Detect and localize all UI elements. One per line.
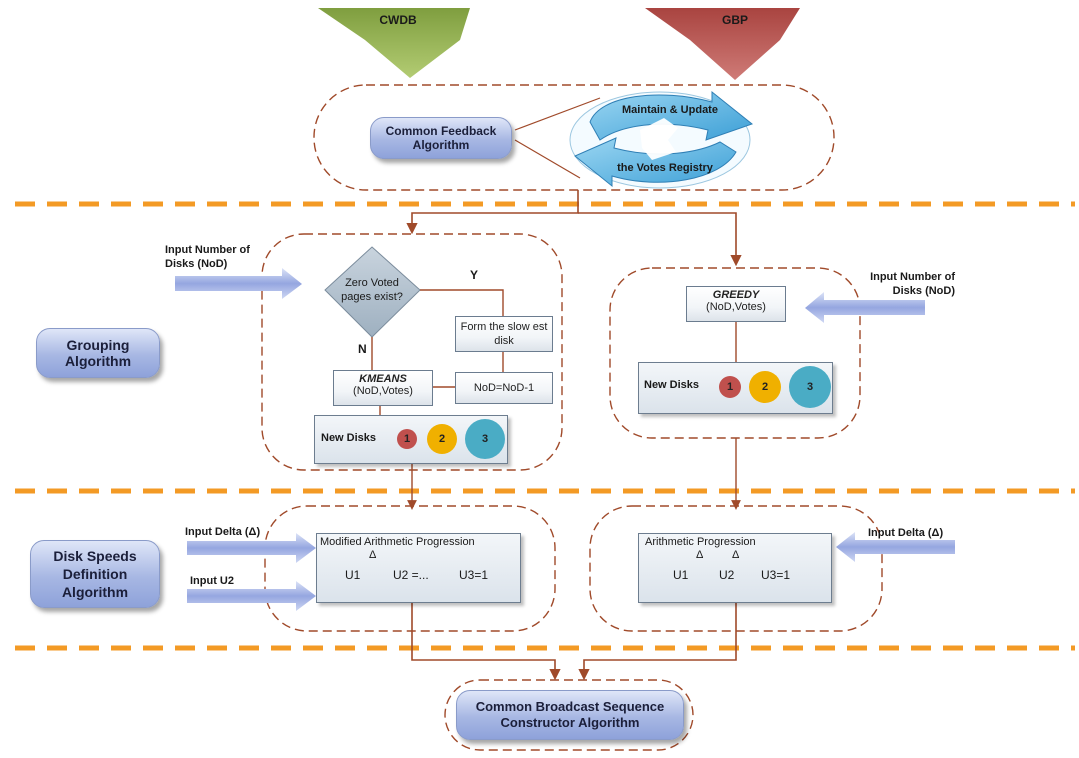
broadcast-sequence-node: Common Broadcast Sequence Constructor Al… <box>456 690 684 740</box>
cwdb-label: CWDB <box>379 13 417 27</box>
input-arrows <box>175 268 955 611</box>
new-disks-right-box: New Disks 1 2 3 <box>638 362 833 414</box>
disk-1-badge: 1 <box>719 376 741 398</box>
output-container <box>444 679 694 751</box>
new-disks-left-label: New Disks <box>321 432 377 444</box>
delta-symbol-1: Δ <box>696 549 704 561</box>
input-delta-left-label: Input Delta (Δ) <box>185 526 261 538</box>
modified-ap-container <box>264 505 556 632</box>
disk-2-badge: 2 <box>427 424 457 454</box>
new-disks-left-box: New Disks 1 2 3 <box>314 415 508 464</box>
input-u2-label: Input U2 <box>190 575 234 587</box>
greedy-args: (NoD,Votes) <box>706 301 766 313</box>
greedy-container <box>609 267 861 439</box>
nod-decrement-box: NoD=NoD-1 <box>455 372 553 404</box>
feedback-container <box>313 84 835 191</box>
no-label: N <box>358 342 367 356</box>
input-delta-right-label: Input Delta (Δ) <box>868 527 944 539</box>
u2-eq-label: U2 =... <box>393 568 429 582</box>
maintain-update-label: Maintain & Update <box>622 104 718 116</box>
grouping-algorithm-label: Grouping Algorithm <box>36 328 160 378</box>
u1-label: U1 <box>345 568 361 582</box>
cwdb-input-funnel <box>318 8 470 78</box>
votes-registry-label: the Votes Registry <box>617 162 713 174</box>
form-slowest-disk-box: Form the slow est disk <box>455 316 553 352</box>
modified-ap-box: Modified Arithmetic Progression Δ U1 U2 … <box>316 533 521 603</box>
gbp-input-funnel <box>645 8 800 80</box>
delta-symbol: Δ <box>369 549 377 561</box>
disk-1-badge: 1 <box>397 429 417 449</box>
section-separators <box>15 201 1075 651</box>
disk-3-badge: 3 <box>465 419 505 459</box>
disk-speeds-label: Disk Speeds Definition Algorithm <box>30 540 160 608</box>
disk-3-badge: 3 <box>789 366 831 408</box>
delta-symbol-2: Δ <box>732 549 740 561</box>
gbp-label: GBP <box>721 13 748 27</box>
yes-label: Y <box>470 268 479 282</box>
greedy-title: GREEDY <box>712 289 760 301</box>
kmeans-box: KMEANS (NoD,Votes) <box>333 370 433 406</box>
modified-ap-title: Modified Arithmetic Progression <box>320 536 475 548</box>
new-disks-right-label: New Disks <box>644 379 700 391</box>
u3-label: U3=1 <box>761 568 791 582</box>
cycle-graphic <box>569 90 754 189</box>
u2-label: U2 <box>719 568 735 582</box>
disk-2-badge: 2 <box>749 371 781 403</box>
greedy-box: GREEDY (NoD,Votes) <box>686 286 786 322</box>
decision-label: Zero Voted pages exist? <box>341 277 403 303</box>
kmeans-args: (NoD,Votes) <box>353 385 413 397</box>
left-nod-input-label: Input Number of Disks (NoD) <box>165 244 250 270</box>
common-feedback-node: Common Feedback Algorithm <box>370 117 512 159</box>
u1-label: U1 <box>673 568 689 582</box>
ap-title: Arithmetic Progression <box>645 536 756 548</box>
right-nod-input-label: Input Number of Disks (NoD) <box>870 271 955 297</box>
ap-box: Arithmetic Progression Δ Δ U1 U2 U3=1 <box>638 533 832 603</box>
kmeans-title: KMEANS <box>359 373 407 385</box>
u3-label: U3=1 <box>459 568 489 582</box>
